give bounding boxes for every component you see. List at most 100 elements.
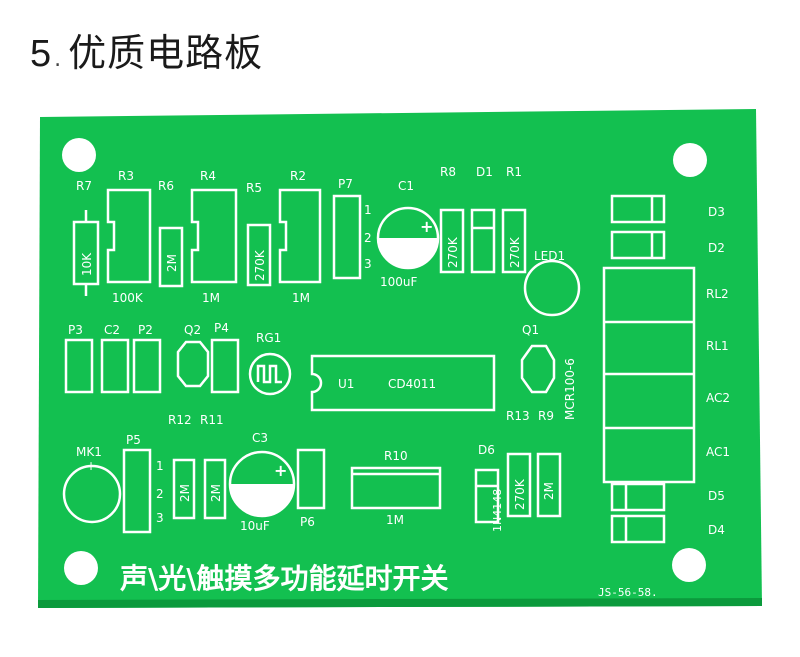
pin-p5-2: 2 bbox=[156, 487, 164, 501]
pcb-board-edge bbox=[38, 598, 762, 608]
label-rg1: RG1 bbox=[256, 331, 281, 345]
resistor-r5 bbox=[246, 223, 272, 287]
label-r6: R6 bbox=[158, 179, 174, 193]
thyristor-q1 bbox=[520, 344, 556, 394]
resistor-r11 bbox=[203, 458, 227, 520]
diode-d6 bbox=[474, 468, 500, 524]
section-number: 5 bbox=[30, 33, 53, 75]
section-dot: . bbox=[54, 47, 63, 72]
label-d2: D2 bbox=[708, 241, 725, 255]
capacitor-c1: + bbox=[376, 206, 440, 270]
value-r9: 2M bbox=[542, 482, 556, 500]
value-r11: 2M bbox=[209, 484, 223, 502]
value-r4: 1M bbox=[202, 291, 220, 305]
label-r10: R10 bbox=[384, 449, 408, 463]
label-ac2: AC2 bbox=[706, 391, 730, 405]
header-p2 bbox=[132, 338, 162, 394]
led-led1 bbox=[523, 259, 581, 317]
label-led1: LED1 bbox=[534, 249, 565, 263]
label-rl1: RL1 bbox=[706, 339, 729, 353]
board-code: JS-56-58. bbox=[598, 586, 658, 599]
label-d6: D6 bbox=[478, 443, 495, 457]
pin-p7-2: 2 bbox=[364, 231, 372, 245]
value-c1: 100uF bbox=[380, 275, 418, 289]
value-r5: 270K bbox=[253, 249, 267, 281]
resistor-r12 bbox=[172, 458, 196, 520]
diode-d5 bbox=[610, 482, 666, 512]
label-r1: R1 bbox=[506, 165, 522, 179]
value-r10: 1M bbox=[386, 513, 404, 527]
photoresistor-rg1 bbox=[248, 352, 292, 396]
label-d4: D4 bbox=[708, 523, 725, 537]
label-r12: R12 bbox=[168, 413, 192, 427]
microphone-mk1 bbox=[62, 464, 122, 524]
resistor-r13 bbox=[506, 452, 532, 518]
value-r8: 270K bbox=[446, 236, 460, 268]
pcb-board bbox=[38, 109, 762, 608]
potentiometer-r2 bbox=[278, 188, 322, 284]
label-p7: P7 bbox=[338, 177, 353, 191]
capacitor-c3: + bbox=[228, 450, 296, 518]
potentiometer-r3 bbox=[106, 188, 152, 284]
value-r1: 270K bbox=[508, 236, 522, 268]
terminal-block bbox=[602, 266, 696, 484]
pin-p5-1: 1 bbox=[156, 459, 164, 473]
diode-d2 bbox=[610, 230, 666, 260]
label-cd4011: CD4011 bbox=[388, 377, 436, 391]
label-p5: P5 bbox=[126, 433, 141, 447]
label-mk1-plus: + bbox=[86, 459, 96, 473]
header-p6 bbox=[296, 448, 326, 510]
header-p5 bbox=[122, 448, 152, 534]
label-p3: P3 bbox=[68, 323, 83, 337]
label-r13: R13 bbox=[506, 409, 530, 423]
label-d5: D5 bbox=[708, 489, 725, 503]
label-r4: R4 bbox=[200, 169, 216, 183]
label-u1: U1 bbox=[338, 377, 354, 391]
value-r6: 2M bbox=[165, 254, 179, 272]
resistor-r9 bbox=[536, 452, 562, 518]
label-p2: P2 bbox=[138, 323, 153, 337]
value-r2: 1M bbox=[292, 291, 310, 305]
capacitor-c2 bbox=[100, 338, 130, 394]
label-ac1: AC1 bbox=[706, 445, 730, 459]
value-c3: 10uF bbox=[240, 519, 270, 533]
section-heading: 5.优质电路板 bbox=[30, 22, 263, 77]
label-p6: P6 bbox=[300, 515, 315, 529]
label-rl2: RL2 bbox=[706, 287, 729, 301]
label-p4: P4 bbox=[214, 321, 229, 335]
value-d6: 1N4148 bbox=[491, 489, 504, 532]
value-r12: 2M bbox=[178, 484, 192, 502]
svg-text:+: + bbox=[274, 461, 287, 480]
board-title: 声\光\触摸多功能延时开关 bbox=[120, 562, 448, 595]
value-r3: 100K bbox=[112, 291, 144, 305]
label-c2: C2 bbox=[104, 323, 120, 337]
resistor-r7 bbox=[72, 210, 100, 296]
label-q2: Q2 bbox=[184, 323, 201, 337]
label-d3: D3 bbox=[708, 205, 725, 219]
pin-p7-3: 3 bbox=[364, 257, 372, 271]
pin-p5-3: 3 bbox=[156, 511, 164, 525]
diode-d4 bbox=[610, 514, 666, 544]
label-q1: Q1 bbox=[522, 323, 539, 337]
label-c1: C1 bbox=[398, 179, 414, 193]
label-r5: R5 bbox=[246, 181, 262, 195]
label-r3: R3 bbox=[118, 169, 134, 183]
ic-u1 bbox=[310, 354, 496, 412]
potentiometer-r10 bbox=[350, 466, 442, 510]
potentiometer-r4 bbox=[190, 188, 238, 284]
header-p7 bbox=[332, 194, 362, 280]
label-r9: R9 bbox=[538, 409, 554, 423]
diode-d1 bbox=[470, 208, 496, 274]
resistor-r6 bbox=[158, 226, 184, 288]
header-p4 bbox=[210, 338, 240, 394]
label-c3: C3 bbox=[252, 431, 268, 445]
mounting-holes bbox=[62, 138, 707, 585]
pin-p7-1: 1 bbox=[364, 203, 372, 217]
label-mcr100-6: MCR100-6 bbox=[563, 358, 577, 420]
label-mk1: MK1 bbox=[76, 445, 102, 459]
value-r13: 270K bbox=[513, 478, 527, 510]
label-r2: R2 bbox=[290, 169, 306, 183]
section-title: 优质电路板 bbox=[68, 31, 264, 75]
resistor-r1 bbox=[501, 208, 527, 274]
